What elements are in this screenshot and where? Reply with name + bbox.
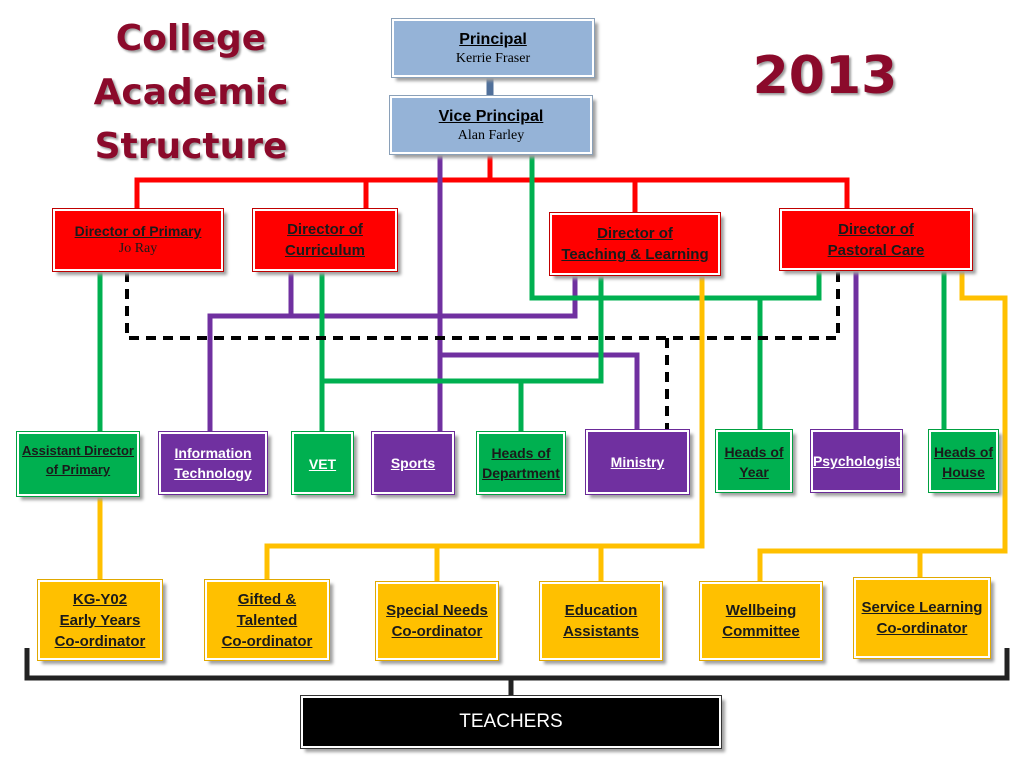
psychologist-label: Psychologist [812, 453, 901, 469]
director-of-primary-role: Director of Primary [74, 223, 202, 239]
principal-role: Principal [459, 31, 527, 48]
information-technology-box: Information Technology [158, 431, 268, 495]
assistant-director-line1: Assistant Director [22, 443, 134, 458]
kg-y02-box: KG-Y02 Early Years Co-ordinator [37, 579, 163, 661]
heads-of-year-line1: Heads of [724, 444, 784, 460]
purple-lines [207, 155, 859, 432]
kg-y02-line1: KG-Y02 [72, 590, 128, 608]
director-of-primary-box: Director of Primary Jo Ray [52, 208, 224, 272]
service-learning-box: Service Learning Co-ordinator [853, 577, 991, 659]
kg-y02-line3: Co-ordinator [54, 632, 146, 650]
director-of-pastoral-box: Director of Pastoral Care [779, 208, 973, 271]
wellbeing-committee-line1: Wellbeing [725, 602, 797, 619]
title-line-1: College [115, 18, 267, 59]
gifted-talented-line1: Gifted & [237, 590, 297, 608]
education-assistants-line1: Education [564, 602, 638, 619]
vet-box: VET [291, 431, 354, 495]
assistant-director-box: Assistant Director of Primary [16, 431, 140, 497]
teachers-bracket [24, 648, 1010, 696]
heads-of-year-line2: Year [739, 464, 769, 480]
heads-of-year-box: Heads of Year [715, 429, 793, 493]
gifted-talented-line2: Talented [236, 611, 298, 629]
red-lines [134, 155, 850, 213]
psychologist-box: Psychologist [810, 429, 903, 493]
director-of-teaching-box: Director of Teaching & Learning [549, 212, 721, 276]
principal-box: Principal Kerrie Fraser [391, 18, 595, 78]
yellow-lines [97, 270, 1008, 582]
teachers-label: TEACHERS [459, 711, 563, 732]
title-line-3: Structure [94, 126, 288, 167]
vice-principal-name: Alan Farley [457, 128, 525, 143]
service-learning-line1: Service Learning [861, 599, 983, 616]
director-of-curriculum-box: Director of Curriculum [252, 208, 398, 272]
heads-of-department-line2: Department [482, 465, 560, 481]
director-of-pastoral-line2: Pastoral Care [827, 242, 925, 259]
special-needs-line2: Co-ordinator [391, 623, 483, 640]
education-assistants-line2: Assistants [563, 623, 639, 640]
title-line-2: Academic [93, 72, 289, 113]
dashed-lines [125, 270, 840, 430]
heads-of-house-box: Heads of House [928, 429, 999, 493]
sports-label: Sports [390, 455, 436, 471]
kg-y02-line2: Early Years [59, 611, 141, 629]
heads-of-department-box: Heads of Department [476, 431, 566, 495]
director-of-pastoral-line1: Director of [838, 221, 914, 238]
ministry-box: Ministry [585, 429, 690, 495]
education-assistants-box: Education Assistants [539, 581, 663, 661]
heads-of-department-line1: Heads of [491, 445, 551, 461]
chart-title: College Academic Structure [60, 12, 322, 174]
director-of-primary-name: Jo Ray [118, 241, 158, 256]
vet-label: VET [308, 456, 337, 472]
director-of-curriculum-line1: Director of [287, 221, 363, 238]
wellbeing-committee-box: Wellbeing Committee [699, 581, 823, 661]
service-learning-line2: Co-ordinator [876, 620, 968, 637]
information-technology-line2: Technology [174, 465, 252, 481]
sports-box: Sports [371, 431, 455, 495]
information-technology-line1: Information [174, 445, 252, 461]
special-needs-box: Special Needs Co-ordinator [375, 581, 499, 661]
vice-principal-box: Vice Principal Alan Farley [389, 95, 593, 155]
assistant-director-line2: of Primary [45, 462, 111, 477]
gifted-talented-line3: Co-ordinator [221, 632, 313, 650]
green-lines [97, 155, 947, 432]
year-label: 2013 [752, 46, 898, 106]
heads-of-house-line1: Heads of [933, 444, 994, 460]
vice-principal-role: Vice Principal [438, 108, 544, 125]
director-of-teaching-line1: Director of [597, 225, 673, 242]
special-needs-line1: Special Needs [386, 602, 488, 619]
director-of-curriculum-line2: Curriculum [284, 242, 365, 259]
gifted-talented-box: Gifted & Talented Co-ordinator [204, 579, 330, 661]
heads-of-house-line2: House [942, 464, 985, 480]
principal-name: Kerrie Fraser [455, 51, 531, 66]
wellbeing-committee-line2: Committee [722, 623, 800, 640]
teachers-box: TEACHERS [300, 695, 722, 749]
director-of-teaching-line2: Teaching & Learning [561, 246, 709, 263]
ministry-label: Ministry [610, 454, 665, 470]
